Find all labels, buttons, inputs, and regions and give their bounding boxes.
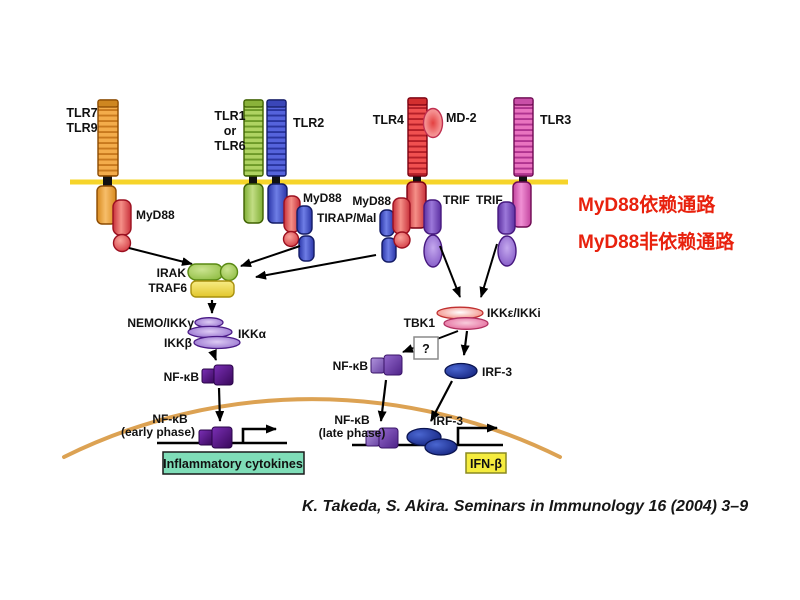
md2-label: MD-2 [446,111,477,125]
inflammatory-cytokines-label: Inflammatory cytokines [163,457,303,471]
myd88-tlr2-label: MyD88 [303,191,342,205]
receptor-tlr1-6 [243,99,264,224]
myd88-tlr7-label: MyD88 [136,208,175,222]
nemo-ikkg-label: NEMO/IKKγ [127,316,194,330]
ifn-beta-box: IFN-β [465,452,507,474]
tlr1-label: TLR1 [214,109,245,123]
traf6-complex [190,280,235,298]
irak-complex [187,262,239,282]
early-phase-label: (early phase) [121,425,195,439]
arrow-nfkb-late-to-nucleus [377,379,388,422]
irak-label: IRAK [157,266,187,280]
nfkb-late-label: NF-κB [334,413,370,427]
myd88-tlr4-label: MyD88 [352,194,391,208]
nfkb-left-label: NF-κB [164,370,200,384]
irf3-cytoplasm-label: IRF-3 [482,365,512,379]
adapter-myd88-tlr4 [392,197,411,249]
nfkb-cytoplasm-left [201,364,234,386]
receptor-tlr3 [512,97,534,228]
ikkb-label: IKKβ [164,336,192,350]
irf3-nucleus-label: IRF-3 [433,414,463,428]
tlr6-label: TLR6 [214,139,245,153]
tlr9-label: TLR9 [66,121,97,135]
ikk-complex [187,317,241,350]
question-box [413,336,439,360]
late-phase-label: (late phase) [319,426,386,440]
gene-site-late [352,423,503,456]
adapter-trif-tlr3 [497,201,517,267]
gene-site-early [157,424,287,449]
receptor-tlr4 [406,97,428,229]
adapter-trif-tlr4 [423,199,443,268]
ikka-label: IKKα [238,327,267,341]
inflammatory-cytokines-box: Inflammatory cytokines [162,451,305,475]
receptor-tlr2 [266,99,288,224]
nfkb-right-label: NF-κB [333,359,369,373]
adapter-tirap-mal-tlr4 [379,209,397,263]
myd88-dependent-annotation: MyD88依赖通路 [578,193,716,216]
md2-molecule [422,107,444,139]
tlr7-label: TLR7 [66,106,97,120]
traf6-label: TRAF6 [148,281,187,295]
arrow-irf3-to-nucleus [430,380,453,422]
tlr4-label: TLR4 [373,113,404,127]
tirap-mal-label: TIRAP/Mal [317,211,376,225]
trif-tlr3-label: TRIF [476,193,503,207]
tlr2-label: TLR2 [293,116,324,130]
arrow-tbk1-to-irf3 [460,330,470,356]
ikke-ikki-label: IKKε/IKKi [487,306,541,320]
ifn-beta-label: IFN-β [470,457,502,471]
citation-text: K. Takeda, S. Akira. Seminars in Immunol… [302,498,748,515]
tbk1-label: TBK1 [404,316,436,330]
nfkb-early-label: NF-κB [152,412,188,426]
tlr1-or-tlr6-label: or [224,124,237,138]
arrow-ikk-to-nfkb [208,349,218,361]
adapter-arrows [128,243,498,298]
adapter-tirap-mal-tlr2 [296,205,315,262]
irf3-cytoplasm [444,362,478,380]
question-label: ? [422,342,430,356]
trif-tlr4-label: TRIF [443,193,470,207]
adapter-myd88-tlr7 [112,199,132,253]
tlr3-label: TLR3 [540,113,571,127]
tbk1-ikke-complex [436,306,489,330]
receptor-tlr7-9 [96,99,119,225]
myd88-independent-annotation: MyD88非依赖通路 [578,230,735,253]
nfkb-cytoplasm-right [370,354,403,376]
arrow-nfkb-to-nucleus [215,387,225,422]
